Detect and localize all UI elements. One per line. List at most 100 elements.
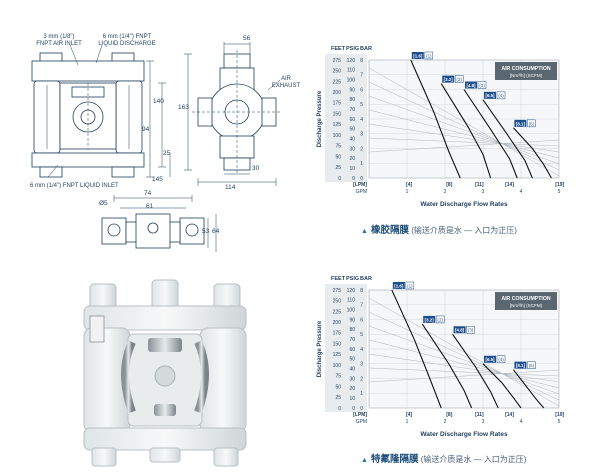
bar-tick-label: 1	[360, 391, 363, 397]
legend-subtitle: [Nm³/h] (SCFM)	[510, 73, 543, 78]
feet-tick-label: 50	[335, 154, 341, 160]
lpm-tick-label: [LPM]	[353, 412, 367, 418]
gpm-tick-label: 3	[482, 419, 485, 425]
psig-tick-label: 110	[347, 298, 355, 304]
psig-tick-label: 60	[349, 117, 355, 123]
lpm-tick-label: [8]	[446, 182, 452, 188]
tag-paren-label: (2)	[438, 317, 444, 322]
tag-paren-box	[435, 315, 445, 324]
dim-64: 64	[212, 228, 220, 235]
bar-tick-label: 1	[360, 161, 363, 167]
tag-paren-label: (3)	[468, 328, 474, 333]
efficiency-line	[368, 339, 560, 389]
feet-tick-label: 175	[333, 101, 342, 107]
feet-tick-label: 75	[335, 144, 341, 150]
efficiency-line	[368, 109, 560, 159]
efficiency-line	[368, 139, 560, 153]
feet-tick-label: 225	[333, 79, 342, 85]
psig-tick-label: 10	[349, 166, 355, 172]
psig-tick-label: 50	[349, 127, 355, 133]
y-axis-label: Discharge Pressure	[317, 320, 323, 377]
bar-tick-label: 0	[360, 406, 363, 412]
bar-tick-label: 8	[360, 288, 363, 294]
gpm-tick-label: 4	[520, 419, 523, 425]
caption-ptfe-diaphragm: ▲特氟隆隔膜 (输送介质是水 — 入口为正压)	[361, 451, 526, 465]
caption-sub: (输送介质是水 — 入口为正压)	[420, 455, 527, 464]
tag-paren-label: (3)	[479, 83, 485, 88]
feet-tick-label: 200	[333, 90, 342, 96]
air-exhaust-callout: AIR EXHAUST	[271, 76, 301, 89]
psig-tick-label: 0	[352, 176, 355, 182]
tag-paren-label: (4)	[498, 357, 504, 362]
series-line-6.5	[482, 363, 522, 409]
psig-tick-label: 90	[349, 87, 355, 93]
tag-bracket-label: [1.6]	[413, 53, 423, 58]
tag-bracket-box	[514, 119, 527, 127]
series-line-6.5	[482, 99, 533, 179]
feet-tick-label: 275	[333, 288, 342, 294]
series-line-4.8	[452, 333, 499, 409]
feet-tick-label: 175	[333, 331, 342, 337]
dim-56: 56	[243, 35, 251, 42]
psig-tick-label: 60	[349, 347, 355, 353]
lpm-tick-label: [4]	[406, 182, 412, 188]
tag-paren-label: (4)	[498, 93, 504, 98]
tag-bracket-box	[453, 326, 466, 334]
psig-tick-label: 80	[349, 327, 355, 333]
bar-tick-label: 2	[360, 376, 363, 382]
feet-tick-label: 150	[333, 341, 342, 347]
bar-tick-label: 7	[360, 303, 363, 309]
tag-bracket-box	[392, 282, 405, 289]
tag-paren-box	[496, 355, 506, 363]
triangle-icon: ▲	[361, 457, 368, 464]
axis-band	[325, 284, 367, 412]
series-line-1.6	[410, 59, 461, 179]
dim-94: 94	[142, 126, 150, 133]
y-axis-label: Discharge Pressure	[317, 90, 323, 147]
gpm-tick-label: 5	[558, 419, 561, 425]
tag-paren-label: (1)	[426, 53, 432, 58]
efficiency-line	[368, 353, 560, 383]
tag-paren-box	[477, 81, 487, 89]
legend-subtitle: [Nm³/h] (SCFM)	[510, 303, 543, 308]
dim-53: 53	[202, 228, 210, 235]
tag-bracket-label: [4.8]	[455, 328, 465, 333]
feet-tick-label: 50	[335, 384, 341, 390]
tag-bracket-box	[411, 52, 424, 59]
gpm-tick-label: GPM	[356, 189, 367, 195]
lpm-tick-label: [14]	[505, 182, 514, 188]
bar-tick-label: 3	[360, 362, 363, 368]
dim-140: 140	[153, 98, 164, 105]
tag-bracket-box	[465, 81, 477, 89]
dim-25: 25	[163, 150, 171, 157]
dim-145: 145	[152, 176, 163, 183]
units-header-bar: BAR	[360, 46, 372, 52]
lpm-tick-label: [14]	[505, 412, 514, 418]
pump-product-photo	[70, 272, 260, 472]
tag-paren-box	[527, 119, 536, 128]
tag-paren-box	[527, 361, 536, 369]
caption-sub: (输送介质是水 — 入口为正压)	[411, 226, 517, 235]
tag-bracket-box	[442, 75, 455, 83]
tag-bracket-label: [4.8]	[466, 83, 476, 88]
tag-paren-box	[496, 91, 506, 100]
triangle-icon: ▲	[361, 228, 368, 235]
tag-bracket-label: [3.2]	[425, 317, 435, 322]
psig-tick-label: 100	[347, 307, 356, 313]
psig-tick-label: 20	[349, 386, 355, 392]
units-header-psig: PSIG	[346, 276, 359, 282]
feet-tick-label: 275	[333, 58, 342, 64]
feet-tick-label: 25	[335, 395, 341, 401]
tag-bracket-label: [6.5]	[485, 93, 495, 98]
tag-paren-label: (1)	[407, 283, 413, 288]
lpm-tick-label: [LPM]	[353, 182, 367, 188]
efficiency-line	[368, 123, 560, 153]
units-header-feet: FEET	[331, 46, 346, 52]
caption-rubber-diaphragm: ▲橡胶隔膜 (输送介质是水 — 入口为正压)	[361, 222, 517, 236]
dim-61: 61	[146, 203, 154, 210]
feet-tick-label: 150	[333, 111, 342, 117]
tag-paren-box	[466, 326, 475, 334]
